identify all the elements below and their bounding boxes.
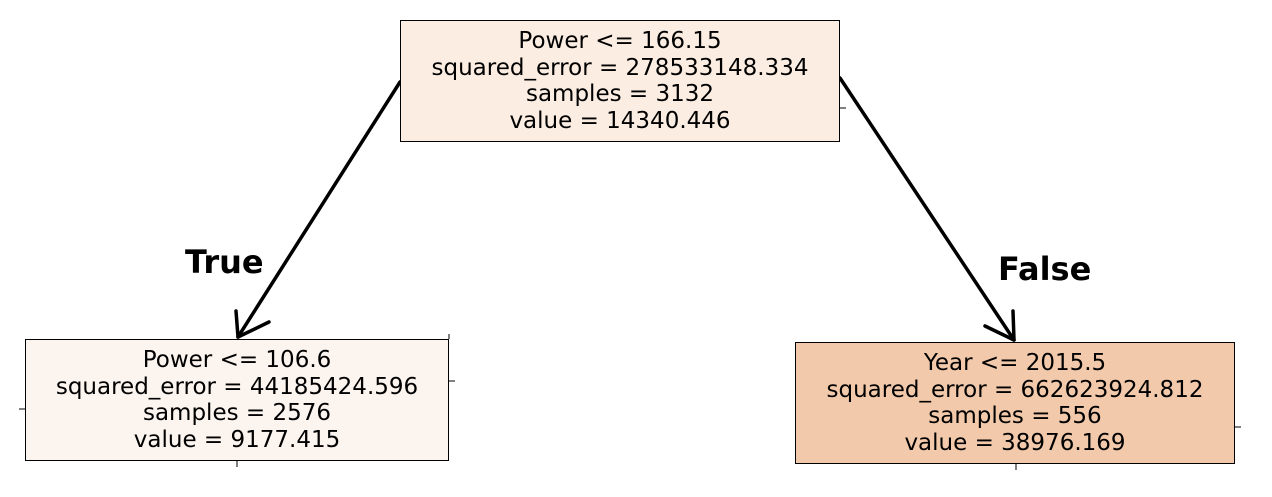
node-right-line-4: value = 38976.169 bbox=[904, 429, 1126, 456]
axis-ticks bbox=[19, 107, 1241, 470]
tree-node-left: Power <= 106.6 squared_error = 44185424.… bbox=[25, 339, 449, 461]
node-root-line-1: Power <= 166.15 bbox=[518, 28, 722, 54]
node-right-line-2: squared_error = 662623924.812 bbox=[826, 376, 1204, 403]
node-left-line-2: squared_error = 44185424.596 bbox=[55, 373, 419, 400]
edge-false-arrow bbox=[838, 76, 1016, 342]
node-root-line-3: samples = 3132 bbox=[525, 81, 715, 107]
node-left-line-1: Power <= 106.6 bbox=[142, 347, 332, 373]
node-root-line-4: value = 14340.446 bbox=[509, 107, 731, 134]
tree-node-root: Power <= 166.15 squared_error = 27853314… bbox=[400, 20, 840, 142]
node-left-line-4: value = 9177.415 bbox=[133, 426, 341, 453]
node-root-line-2: squared_error = 278533148.334 bbox=[431, 54, 809, 81]
node-right-line-1: Year <= 2015.5 bbox=[923, 350, 1107, 376]
node-left-line-3: samples = 2576 bbox=[142, 400, 332, 426]
edge-label-true: True bbox=[185, 243, 264, 281]
tree-node-right: Year <= 2015.5 squared_error = 662623924… bbox=[795, 342, 1235, 464]
edge-label-false: False bbox=[998, 250, 1092, 288]
node-right-line-3: samples = 556 bbox=[928, 403, 1102, 429]
edge-true-arrow bbox=[234, 80, 402, 339]
